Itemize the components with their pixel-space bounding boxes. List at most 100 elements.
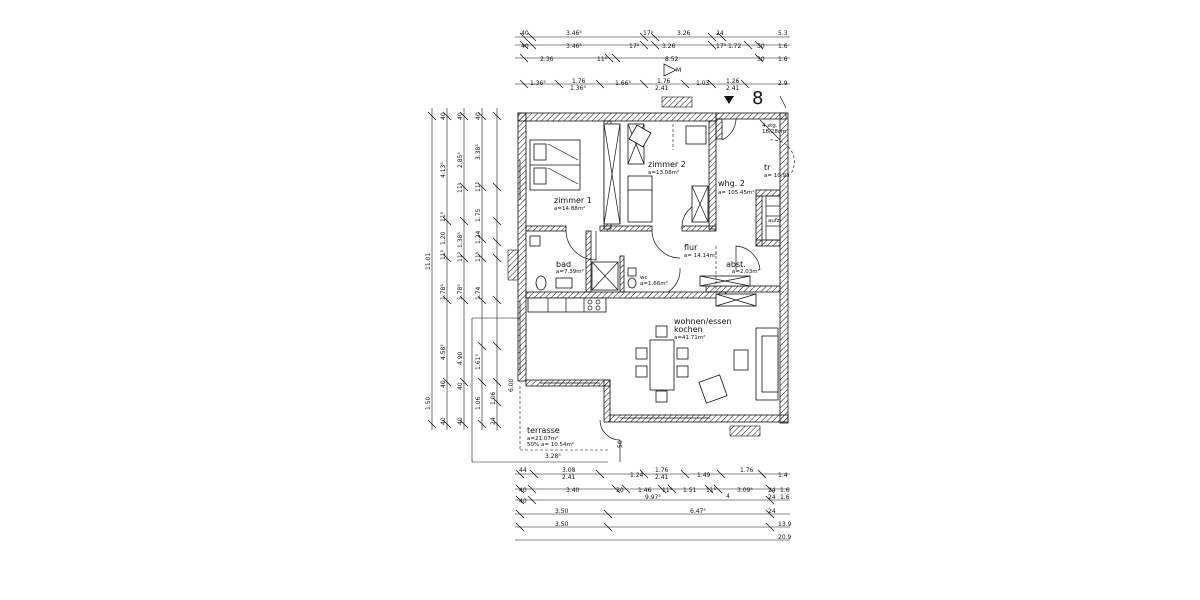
dim-left-c4-8: 1.06 xyxy=(490,391,497,405)
dim-top-2-e: 17⁵ 1.72 xyxy=(716,43,741,50)
dim-left-c3-2: 11⁵ xyxy=(457,182,464,193)
dim-left-bottom: 1.50 xyxy=(425,396,432,410)
dim-left-c2-2: 11⁵ xyxy=(440,211,447,222)
dim-top-2-g: 1.6 xyxy=(778,43,788,50)
dim-top-3-b: 11⁵ xyxy=(597,56,608,63)
room-name-tr: tr xyxy=(764,163,771,172)
room-name-aufz: aufz xyxy=(768,218,780,224)
left-dimension-chains: 11.01 1.50 40 4.13⁵ 11⁵ 1.20 11⁵ 1.78⁵ 4… xyxy=(425,108,515,462)
dim-left-c3-6: 4.90 xyxy=(457,351,464,365)
dim-left-c4-3: 1.75 xyxy=(475,208,482,222)
dim-bot-2-4: 11⁵ xyxy=(662,487,673,494)
dim-left-c2-6: 40 xyxy=(440,380,447,388)
svg-text:4: 4 xyxy=(726,493,730,500)
dim-left-c2-8: 40 xyxy=(440,417,447,425)
dim-left-c4-0: 40 xyxy=(475,112,482,120)
dim-left-c2-3: 1.20 xyxy=(440,231,447,245)
dim-bot-2-6: 11⁵ xyxy=(706,487,717,494)
level-label: 8 xyxy=(752,88,763,109)
stair-steps: 4 stg. xyxy=(762,123,778,129)
dim-left-c3-5: 1.78⁵ xyxy=(457,284,464,300)
room-area-terrasse: a=21.07m² xyxy=(527,435,558,442)
dim-bot-2-0: 40 xyxy=(519,487,527,494)
dim-left-c2-0: 40 xyxy=(440,112,447,120)
dim-top-3-a: 2.36 xyxy=(540,56,554,63)
dim-bot-2-1: 3.40 xyxy=(566,487,580,494)
terrace-outline xyxy=(472,317,608,463)
staircase xyxy=(759,119,795,241)
room-area-abst: a=2.03m² xyxy=(732,268,760,275)
dim-bot-1-5: 1.76 xyxy=(740,467,754,474)
section-marker-triangle xyxy=(663,63,677,77)
room-name-wohnen: wohnen/essen xyxy=(674,317,732,326)
room-name-abst: abst. xyxy=(726,260,746,269)
dim-bot-2-9: 1.6 xyxy=(780,487,790,494)
dim-bot-1b-0: 2.41 xyxy=(562,474,576,481)
dim-top-4b-c: 2.41 xyxy=(726,85,740,92)
dim-bot-3-4: 1.6 xyxy=(780,494,790,501)
room-name-bad: bad xyxy=(556,260,571,269)
dim-bot-2-2: 30 xyxy=(616,487,624,494)
dim-top-1-e: 24 xyxy=(716,30,724,37)
windows xyxy=(507,96,761,437)
dim-bot-4-1: 24 xyxy=(768,508,776,515)
dim-left-c4-10: 1.06 xyxy=(475,396,482,410)
dim-left-c4-2: 11⁵ xyxy=(475,181,482,192)
room-name-wc: wc xyxy=(640,275,648,281)
dim-top-4-e: 1.03 xyxy=(696,80,710,87)
dim-bot-5-1: 20.9 xyxy=(778,534,792,541)
dim-left-c3-3: 1.38⁵ xyxy=(457,232,464,248)
dim-bot-4-2: 13.9 xyxy=(778,521,792,528)
room-name-kochen: kochen xyxy=(674,325,703,334)
room-name-zimmer1: zimmer 1 xyxy=(554,196,592,205)
dim-bot-5-0: 3.50 xyxy=(555,521,569,528)
dim-left-c2-5: 1.78⁵ xyxy=(440,284,447,300)
bed-double xyxy=(529,139,581,191)
dim-bot-1-0: 44 xyxy=(519,467,527,474)
furniture-zimmer2 xyxy=(627,123,709,223)
dim-left-c3-8: 40 xyxy=(457,417,464,425)
dim-top-1-b: 3.46⁵ xyxy=(566,30,582,37)
dim-top-1-f: 5.3 xyxy=(778,30,788,37)
dim-left-c4-4: 1.24 xyxy=(475,230,482,244)
dim-left-c4-9: 24 xyxy=(490,417,497,425)
dim-left-c2-4: 11⁵ xyxy=(440,249,447,260)
dim-left-c3-4: 11⁵ xyxy=(457,251,464,262)
dim-bot-1-4: 1.49 xyxy=(697,472,711,479)
dim-left-c4-6: 1.74 xyxy=(475,286,482,300)
dim-bot-4-0: 3.50 xyxy=(555,508,569,515)
dim-top-3-d: 30 xyxy=(757,56,765,63)
bottom-dimension-chains: 44 3.08 1.24 1.76 1.49 1.76 1.4 2.41 2.4… xyxy=(515,467,792,541)
dim-bot-1-6: 1.4 xyxy=(778,472,788,479)
dim-top-4-a: 1.36⁵ xyxy=(530,80,546,87)
dim-bot-2-5: 1.51 xyxy=(683,487,697,494)
sofa xyxy=(698,327,779,404)
dim-left-c2-1: 4.13⁵ xyxy=(440,162,447,178)
dim-top-1-c: 17⁵ xyxy=(643,30,654,37)
svg-text:M: M xyxy=(676,67,681,74)
dim-left-total: 11.01 xyxy=(425,253,432,270)
dim-terrace-width: 3.28⁵ xyxy=(545,453,561,460)
dim-left-c3-7: 40 xyxy=(457,382,464,390)
dim-top-2-d: 3.26 xyxy=(662,43,676,50)
room-labels: zimmer 1 a=14.88m² zimmer 2 a=13.08m² wh… xyxy=(527,123,790,460)
room-name-whg: whg. 2 xyxy=(718,179,745,188)
dim-bot-2-8: 24 xyxy=(768,487,776,494)
room-name-flur: flur xyxy=(684,243,698,252)
building-walls xyxy=(517,112,789,424)
dim-bot-3-2: 6.47⁵ xyxy=(690,508,706,515)
dim-top-4-c: 1.66⁵ xyxy=(615,80,631,87)
dim-left-c4-1: 3.38⁵ xyxy=(475,144,482,160)
dim-bot-2-3: 1.46 xyxy=(638,487,652,494)
room-area-whg: a= 105.45m² xyxy=(718,189,755,196)
dim-left-c3-0: 40 xyxy=(457,112,464,120)
dim-small-50: 50 xyxy=(617,440,624,448)
stair-dimension: 18/28cm xyxy=(762,129,786,135)
dim-bot-3-0: 40 xyxy=(519,498,527,505)
dining-table xyxy=(635,325,689,403)
dim-left-c2-7: 4.58⁵ xyxy=(440,344,447,360)
room-area-wc: a=1.66m² xyxy=(640,280,668,287)
dim-bot-3-1: 9.97⁵ xyxy=(645,494,661,501)
room-area-zimmer1: a=14.88m² xyxy=(554,205,585,212)
dim-top-1-a: 40 xyxy=(521,30,529,37)
